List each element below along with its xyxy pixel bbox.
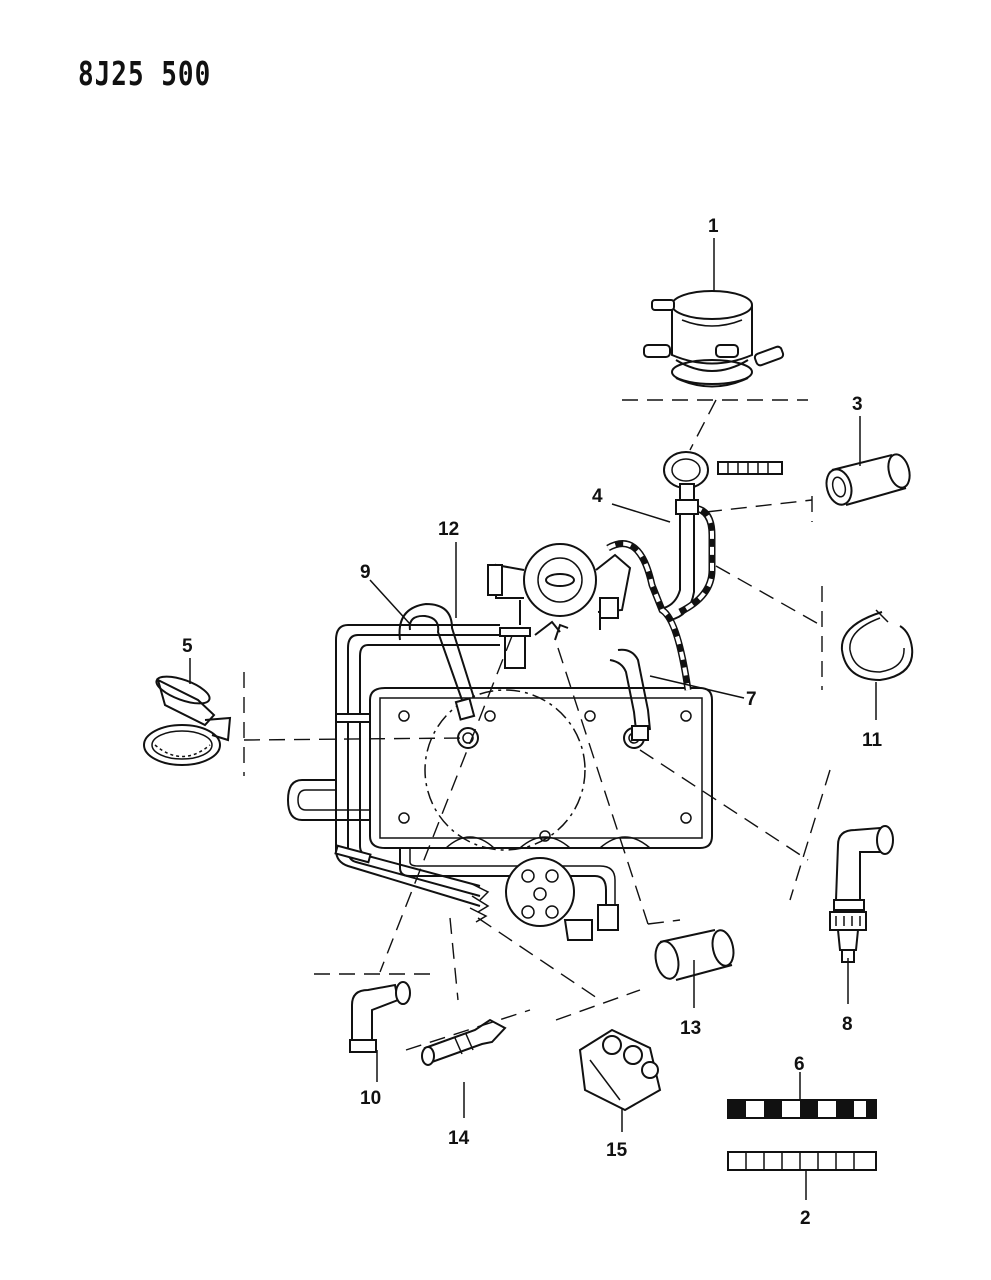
callout-10: 10: [360, 1088, 381, 1109]
part-13-hose: [654, 929, 735, 981]
part-3-hose: [825, 453, 911, 506]
callout-7: 7: [746, 689, 757, 710]
callout-5: 5: [182, 636, 193, 657]
document-id: 8J25 500: [78, 56, 212, 94]
callout-4: 4: [592, 486, 603, 507]
part-2-plain-hose: [727, 1151, 877, 1171]
part-10-elbow: [349, 981, 411, 1053]
part-5-clamp: [143, 675, 232, 766]
callout-leaders: [189, 238, 877, 1200]
callout-6: 6: [794, 1054, 805, 1075]
part-14-fitting: [421, 1018, 507, 1066]
callout-3: 3: [852, 394, 863, 415]
callout-11: 11: [862, 730, 883, 751]
callout-15: 15: [606, 1140, 628, 1161]
callout-9: 9: [360, 562, 371, 583]
callout-13: 13: [680, 1018, 701, 1039]
part-6-striped-hose: [727, 1099, 877, 1119]
part-1-valve: [643, 290, 785, 388]
part-11-ring: [840, 609, 914, 682]
callout-1: 1: [708, 216, 719, 237]
callout-2: 2: [800, 1208, 811, 1229]
leader-lines: [243, 399, 831, 1051]
callout-12: 12: [438, 519, 459, 540]
callout-8: 8: [842, 1014, 853, 1035]
part-15-connector: [578, 1028, 662, 1112]
engine-assembly: [286, 451, 783, 941]
callout-14: 14: [448, 1128, 470, 1149]
callout-labels: 1 2 3 4 5 6 7 8 9 10 11 12 13 14 15: [182, 216, 883, 1229]
part-8-valve: [829, 825, 894, 963]
